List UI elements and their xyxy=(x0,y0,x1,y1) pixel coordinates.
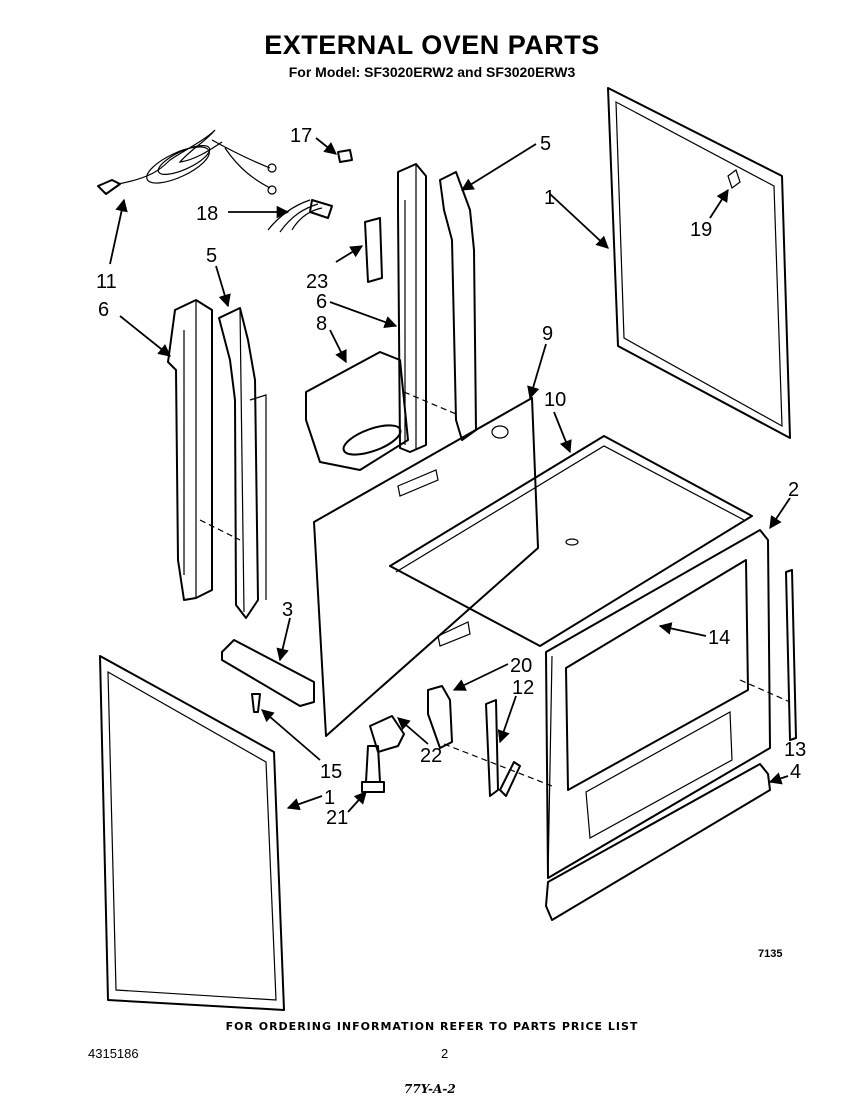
rear-panel-part xyxy=(313,397,539,737)
callout-21: 21 xyxy=(326,807,348,829)
alignment-line xyxy=(199,519,241,541)
base-rail-part xyxy=(545,763,771,921)
callout-6-right: 6 xyxy=(316,291,327,313)
callout-18: 18 xyxy=(196,203,218,225)
figure-reference: 7135 xyxy=(758,948,783,960)
leader-arrows xyxy=(109,137,791,813)
alignment-line xyxy=(403,391,457,415)
callout-10: 10 xyxy=(544,389,566,411)
power-cord-part xyxy=(97,129,277,195)
right-outer-panel-part xyxy=(607,87,791,439)
part-12-shape xyxy=(485,699,499,797)
document-number: 4315186 xyxy=(88,1046,139,1061)
callout-17: 17 xyxy=(290,125,312,147)
callout-20: 20 xyxy=(510,655,532,677)
callout-1-back: 1 xyxy=(544,187,555,209)
part-23-shape xyxy=(364,217,383,283)
left-outer-panel-part xyxy=(99,655,285,1011)
callout-1-front: 1 xyxy=(324,787,335,809)
part-22-shape xyxy=(369,715,405,753)
callout-23: 23 xyxy=(306,271,328,293)
part-21-shape xyxy=(361,745,385,793)
ordering-note: FOR ORDERING INFORMATION REFER TO PARTS … xyxy=(225,1020,639,1033)
page-title: EXTERNAL OVEN PARTS xyxy=(264,30,600,60)
callout-14: 14 xyxy=(708,627,730,649)
callout-9: 9 xyxy=(542,323,553,345)
part-17-shape xyxy=(337,149,353,163)
page-number: 2 xyxy=(441,1046,449,1061)
callout-3: 3 xyxy=(282,599,293,621)
callout-5-right: 5 xyxy=(540,133,551,155)
part-12b-shape xyxy=(499,761,521,797)
part-8-shape xyxy=(305,351,409,471)
callout-19: 19 xyxy=(690,219,712,241)
callout-13: 13 xyxy=(784,739,806,761)
callout-11: 11 xyxy=(96,271,117,293)
callout-12: 12 xyxy=(512,677,534,699)
callout-2: 2 xyxy=(788,479,799,501)
left-side-panel-part xyxy=(167,299,267,619)
wire-harness-part xyxy=(267,199,333,233)
front-frame-part xyxy=(545,529,771,879)
callout-22: 22 xyxy=(420,745,442,767)
handwritten-note: 77Y-A-2 xyxy=(404,1082,456,1096)
callout-15: 15 xyxy=(320,761,342,783)
part-20-shape xyxy=(427,685,453,749)
callout-4: 4 xyxy=(790,761,801,783)
alignment-line xyxy=(739,679,791,703)
part-15-shape xyxy=(251,693,261,713)
right-side-panel-part xyxy=(397,163,477,453)
top-panel-part xyxy=(389,435,753,647)
model-subtitle: For Model: SF3020ERW2 and SF3020ERW3 xyxy=(288,64,576,80)
callout-6-left: 6 xyxy=(98,299,109,321)
trim-strip-part xyxy=(785,569,797,741)
callout-8: 8 xyxy=(316,313,327,335)
callout-5-left: 5 xyxy=(206,245,217,267)
part-3-shape xyxy=(221,639,315,707)
